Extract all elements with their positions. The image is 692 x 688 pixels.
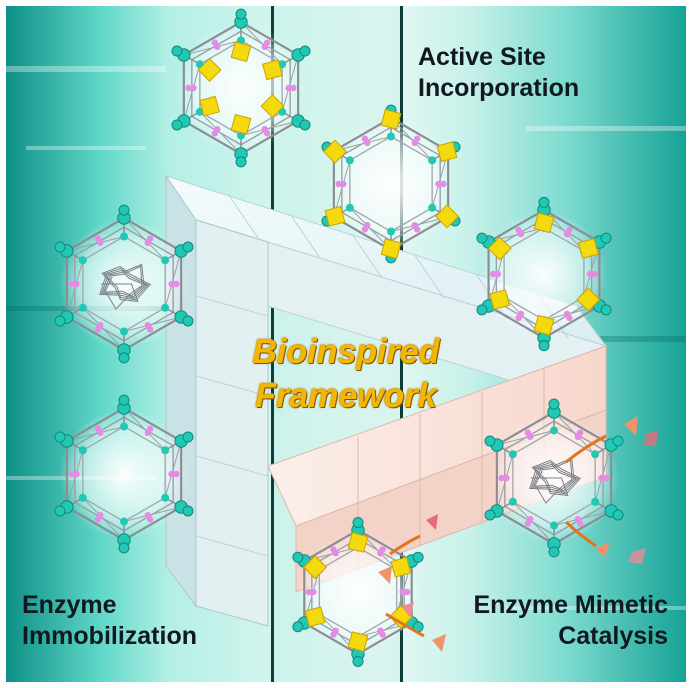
label-enzyme-mimetic-catalysis: Enzyme Mimetic Catalysis xyxy=(473,590,668,652)
label-line: Immobilization xyxy=(22,622,197,650)
label-line: Active Site xyxy=(418,43,546,71)
framework-ring xyxy=(292,517,424,667)
label-line: Enzyme xyxy=(22,591,117,619)
label-line: Enzyme Mimetic xyxy=(473,591,668,619)
label-line: Incorporation xyxy=(418,74,580,102)
framework-ring xyxy=(54,394,194,554)
center-title: Bioinspired Framework xyxy=(196,330,496,418)
framework-rings xyxy=(54,8,624,667)
framework-ring xyxy=(54,204,194,364)
framework-ring xyxy=(476,196,612,352)
label-enzyme-immobilization: Enzyme Immobilization xyxy=(22,590,197,652)
framework-ring xyxy=(321,104,461,264)
label-active-site: Active Site Incorporation xyxy=(418,42,579,104)
label-line: Catalysis xyxy=(558,622,668,650)
illustration: Active Site Incorporation Enzyme Immobil… xyxy=(6,6,686,682)
framework-ring xyxy=(171,8,311,168)
title-line: Bioinspired xyxy=(252,333,440,371)
substrate-particles xyxy=(378,416,658,652)
artwork xyxy=(6,6,686,682)
title-line: Framework xyxy=(255,377,437,415)
